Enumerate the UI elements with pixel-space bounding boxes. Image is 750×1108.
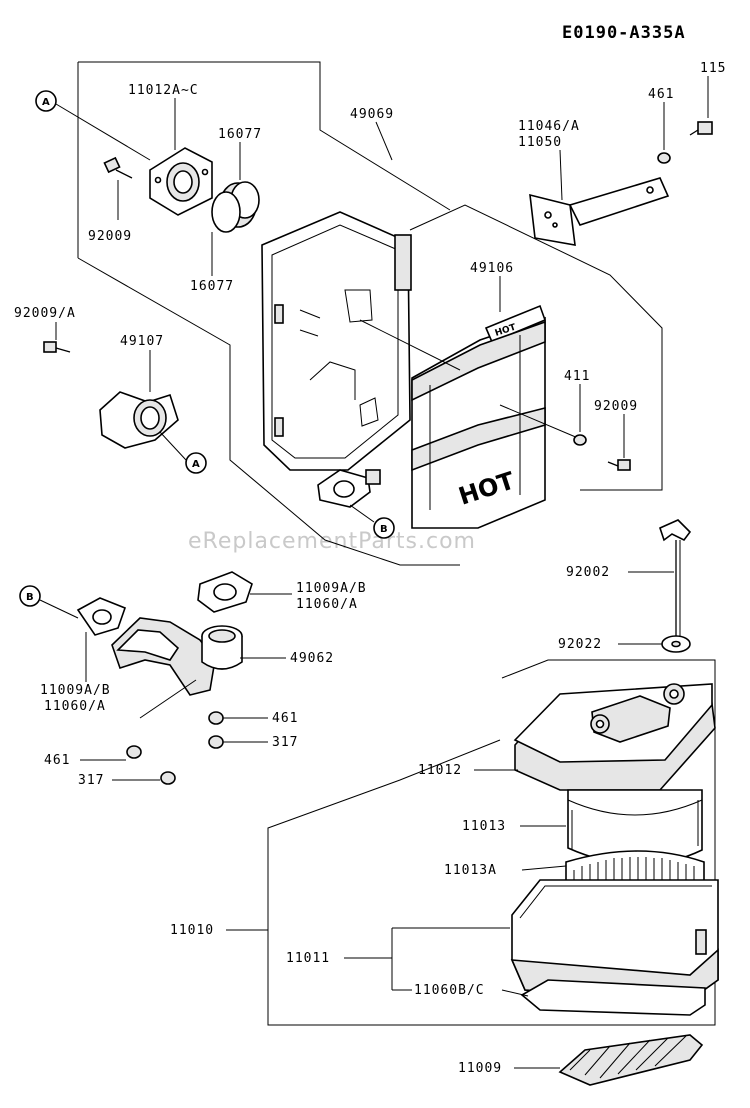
bolt-92009-top [103, 156, 133, 179]
label-49062: 49062 [290, 651, 334, 666]
exhaust-pipe-49062 [111, 617, 243, 696]
label-49106: 49106 [470, 261, 514, 276]
leader-pipe-stud [139, 679, 197, 719]
label-11012a-c: 11012A~C [128, 83, 199, 98]
washer-411 [573, 434, 587, 446]
label-11009ab-left: 11009A/B [40, 683, 111, 698]
bolt-92009-a [43, 341, 71, 353]
bolt-115 [689, 121, 713, 136]
svg-text:A: A [192, 459, 200, 470]
leader-11060bc-part [501, 989, 529, 997]
leader-11046 [559, 149, 563, 201]
nut-317-mid [208, 735, 224, 749]
label-92009-right: 92009 [594, 399, 638, 414]
label-49107: 49107 [120, 334, 164, 349]
muffler-group-outline [78, 61, 451, 211]
nut-461-left [126, 745, 142, 759]
leader-shield-screw [499, 404, 579, 439]
label-11060a-left: 11060/A [44, 699, 106, 714]
callout-b-muffler: B [349, 504, 395, 539]
label-317-left: 317 [78, 773, 104, 788]
exhaust-flange-49107 [99, 391, 179, 449]
muffler-body [261, 211, 412, 508]
label-92009-top: 92009 [88, 229, 132, 244]
callout-a-bottom: A [159, 431, 207, 474]
label-461-top: 461 [648, 87, 674, 102]
nut-317-left [160, 771, 176, 785]
screw-92009-right [607, 459, 631, 471]
label-11050: 11050 [518, 135, 562, 150]
label-11010: 11010 [170, 923, 214, 938]
label-16077-bottom: 16077 [190, 279, 234, 294]
label-92002: 92002 [566, 565, 610, 580]
svg-text:A: A [42, 97, 50, 108]
nut-461-top [657, 152, 671, 164]
label-11011: 11011 [286, 951, 330, 966]
watermark: eReplacementParts.com [188, 529, 476, 554]
label-11013: 11013 [462, 819, 506, 834]
label-11009: 11009 [458, 1061, 502, 1076]
svg-text:B: B [26, 592, 34, 603]
label-49069: 49069 [350, 107, 394, 122]
label-115: 115 [700, 61, 726, 76]
label-11009ab-right: 11009A/B [296, 581, 367, 596]
label-16077-top: 16077 [218, 127, 262, 142]
leader-shield-inner [359, 319, 461, 371]
svg-text:B: B [380, 524, 388, 535]
label-92022: 92022 [558, 637, 602, 652]
flange-gasket-part [149, 147, 213, 216]
base-gasket [520, 979, 706, 1016]
muffler-outline-lower [77, 257, 460, 566]
label-317-mid: 317 [272, 735, 298, 750]
label-11046-a: 11046/A [518, 119, 580, 134]
leader-49069 [375, 121, 393, 161]
mounting-gasket-11009 [558, 1034, 704, 1086]
label-11013a: 11013A [444, 863, 497, 878]
callout-a-top: A [35, 90, 151, 161]
callout-b-left: B [19, 585, 79, 619]
label-11012: 11012 [418, 763, 462, 778]
label-411: 411 [564, 369, 590, 384]
label-11060a-right: 11060/A [296, 597, 358, 612]
air-cleaner-outline [267, 659, 716, 1026]
gasket-left [76, 597, 127, 636]
muffler-ring-16077 [211, 181, 260, 233]
label-11060bc: 11060B/C [414, 983, 485, 998]
label-461-left: 461 [44, 753, 70, 768]
gasket-right [197, 571, 253, 613]
label-461-mid: 461 [272, 711, 298, 726]
diagram-id: E0190-A335A [562, 23, 686, 43]
nut-461-mid [208, 711, 224, 725]
leader-11013a [521, 865, 567, 871]
air-cleaner-cover [513, 683, 716, 791]
label-92009-a: 92009/A [14, 306, 76, 321]
muffler-bracket [529, 177, 670, 246]
heat-shield: HOT HOT [411, 304, 547, 529]
air-cleaner-base [510, 879, 719, 1001]
muffler-outline-right [409, 204, 663, 491]
wing-bolt-92002 [659, 519, 692, 640]
